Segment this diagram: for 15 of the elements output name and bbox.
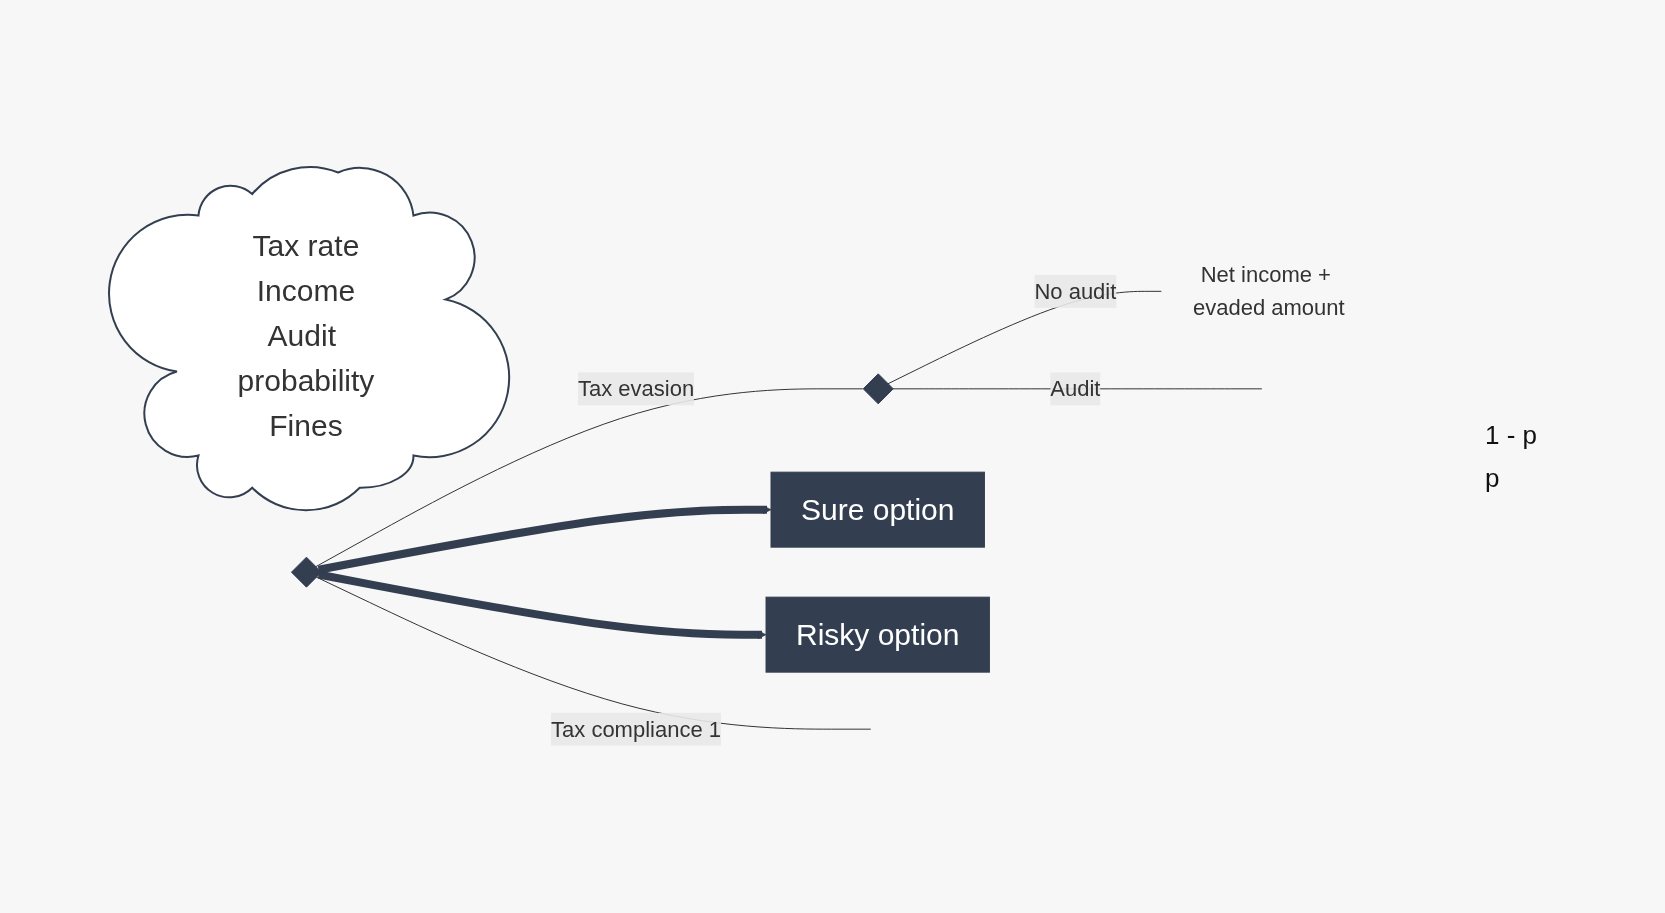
node-box: Risky option	[765, 596, 990, 673]
node-text: Net income + evaded amount	[1192, 262, 1345, 321]
edge-label: No audit	[1034, 279, 1117, 305]
node-diamond	[862, 373, 894, 405]
edge-label: Tax compliance 1	[550, 716, 721, 742]
edge-label: Tax evasion	[577, 376, 694, 402]
connector	[315, 576, 872, 730]
connector	[314, 388, 864, 568]
node-diamond	[290, 556, 322, 588]
arrow	[317, 505, 772, 574]
edge-label: Audit	[1050, 376, 1101, 402]
node-box: Sure option	[770, 471, 985, 548]
arrow	[317, 570, 767, 640]
probability-label: 1 - p	[1485, 419, 1539, 451]
probability-label: p	[1485, 462, 1501, 494]
